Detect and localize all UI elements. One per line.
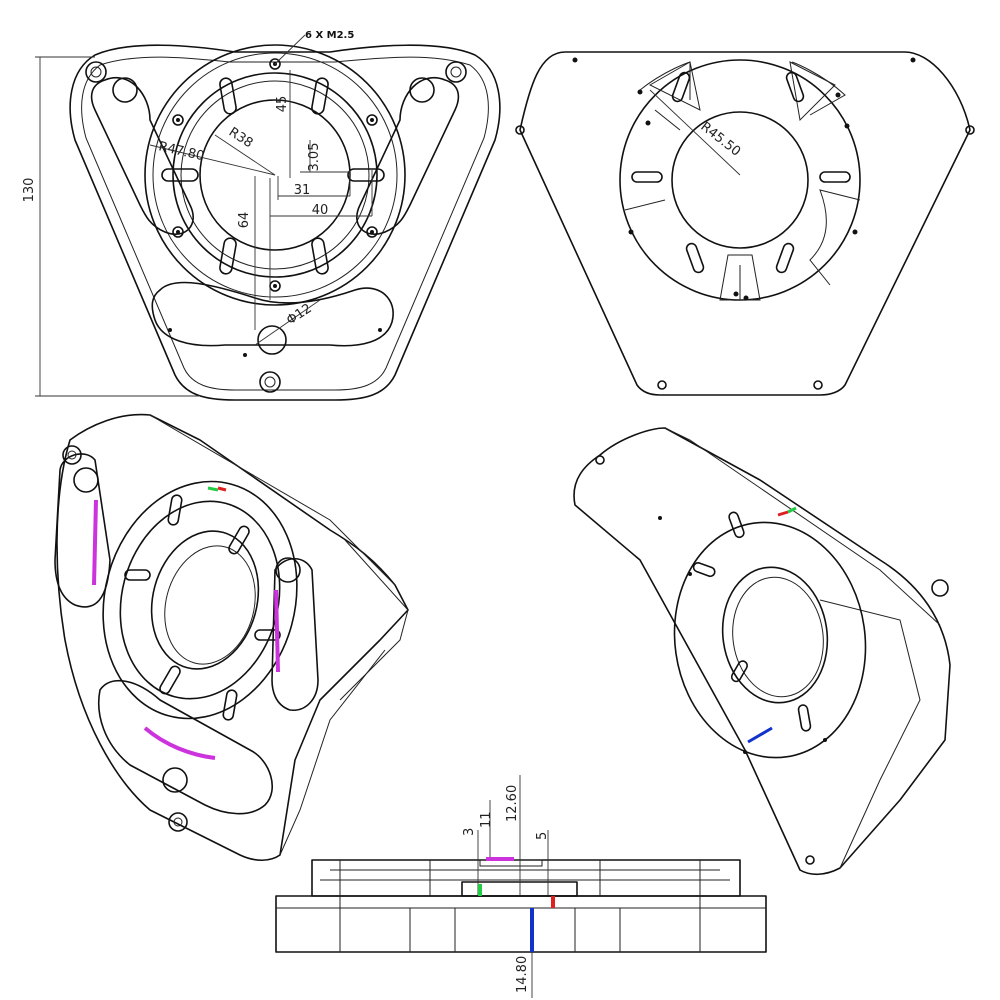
- front-arm-right: [356, 77, 460, 235]
- iso-right-holes: [595, 455, 949, 865]
- dim-r38: R38: [226, 125, 256, 152]
- iso-right-thread: [732, 576, 824, 698]
- iso-right-mark-green: [787, 506, 797, 514]
- dim-side-3: 3: [462, 828, 477, 836]
- front-view: 6 X M2.5 130 R47.80 R38 45 3.05 31 40 64…: [22, 30, 501, 401]
- iso-right-slots: [692, 511, 812, 732]
- iso-left-mark-magenta-1: [92, 499, 98, 586]
- dim-40: 40: [312, 203, 329, 218]
- side-top-lines: [320, 869, 730, 881]
- iso-right-aperture: [721, 566, 829, 704]
- dim-side-12-60: 12.60: [505, 785, 520, 822]
- back-slots: [631, 71, 851, 274]
- side-center-ring: [461, 881, 578, 897]
- side-vertical-lines: [339, 860, 701, 952]
- front-ring-mid-step: [180, 80, 370, 270]
- back-holes: [515, 57, 975, 390]
- back-spoke-plate: [624, 61, 861, 300]
- front-inner-outline: [81, 56, 489, 391]
- dim-45: 45: [275, 96, 290, 113]
- back-spoke-2: [789, 61, 836, 122]
- iso-right-mark-blue: [747, 726, 773, 744]
- front-slots: [161, 77, 385, 275]
- back-view: R45.50: [515, 51, 975, 396]
- front-pivot-holes: [85, 61, 467, 393]
- iso-left-arm-right: [271, 557, 319, 711]
- dim-side-5: 5: [535, 832, 550, 840]
- iso-left-bottom-edge: [279, 649, 386, 856]
- iso-left-mark-green: [207, 486, 219, 492]
- iso-view-right: [573, 427, 951, 876]
- iso-left-top-edge: [149, 414, 396, 586]
- iso-right-plate-edge: [819, 599, 921, 869]
- iso-left-arm-left: [54, 453, 111, 608]
- front-ring-outer: [144, 44, 406, 306]
- front-arm-bottom: [151, 281, 394, 347]
- dim-screw-callout: 6 X M2.5: [305, 30, 354, 41]
- iso-left-pivots: [62, 445, 301, 832]
- iso-view-left: [54, 413, 409, 862]
- iso-right-outline: [573, 427, 951, 876]
- dim-64: 64: [237, 212, 252, 229]
- side-view: 3 11 12.60 5 14.80: [275, 775, 767, 998]
- back-spoke-3: [719, 254, 761, 301]
- iso-right-ring-outer: [673, 521, 867, 759]
- dim-height-130: 130: [22, 178, 37, 203]
- iso-left-thread: [164, 545, 256, 665]
- iso-right-mark-red: [777, 510, 789, 517]
- iso-left-slots: [124, 494, 281, 721]
- back-aperture: [671, 111, 809, 249]
- dim-r47-80: R47.80: [157, 139, 205, 164]
- iso-left-mark-magenta-3: [143, 726, 216, 760]
- iso-left-arm-bottom: [98, 679, 274, 815]
- dim-31: 31: [294, 183, 311, 198]
- back-spoke-1: [648, 61, 701, 111]
- back-radius-leader: [649, 89, 741, 176]
- iso-left-mark-red: [217, 486, 227, 492]
- dim-side-14-80: 14.80: [515, 956, 530, 993]
- side-top-body: [311, 859, 741, 897]
- iso-left-mark-magenta-2: [274, 589, 280, 673]
- side-base-body: [275, 895, 767, 953]
- iso-left-outline: [56, 413, 409, 862]
- front-arm-left: [90, 77, 194, 235]
- iso-left-side-edge: [339, 539, 409, 701]
- dim-r45-50: R45.50: [698, 119, 744, 159]
- dim-side-11: 11: [479, 811, 494, 828]
- iso-left-aperture: [150, 530, 260, 670]
- back-outline: [519, 51, 971, 396]
- front-dimensions: [35, 34, 373, 397]
- dim-phi12: Φ12: [284, 301, 315, 328]
- front-ring-outer-step: [152, 52, 398, 298]
- front-ring-mid: [172, 72, 378, 278]
- iso-right-top-edge: [664, 427, 941, 626]
- dim-3-05: 3.05: [307, 143, 322, 172]
